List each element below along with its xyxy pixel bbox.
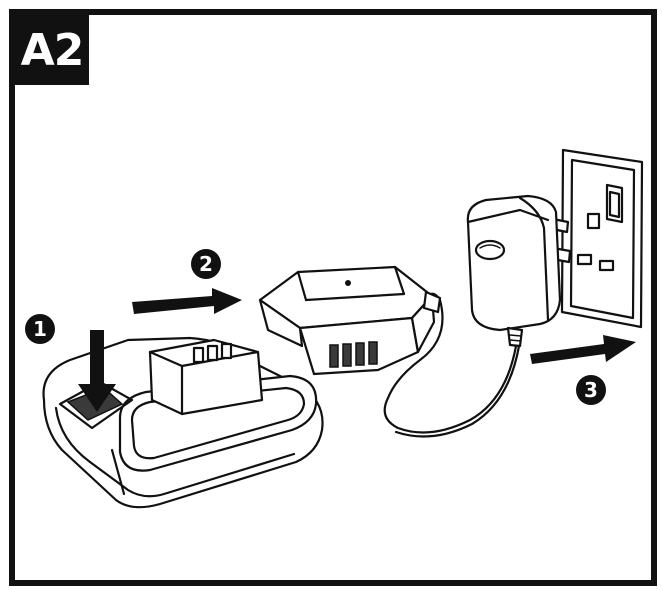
step-2-marker: 2 <box>191 249 221 279</box>
panel-label: A2 <box>15 15 89 85</box>
step-3-number: 3 <box>584 378 598 402</box>
charger-base <box>258 265 442 376</box>
arrow-slide-right <box>132 288 242 314</box>
arrow-press-down <box>78 330 116 412</box>
plug-adapter <box>466 194 572 348</box>
step-2-number: 2 <box>199 252 213 276</box>
arrow-plug-in <box>530 335 636 364</box>
step-3-marker: 3 <box>576 375 606 405</box>
battery-pack <box>42 336 324 509</box>
wall-socket <box>560 148 644 329</box>
step-1-number: 1 <box>33 317 47 341</box>
step-1-marker: 1 <box>25 314 55 344</box>
